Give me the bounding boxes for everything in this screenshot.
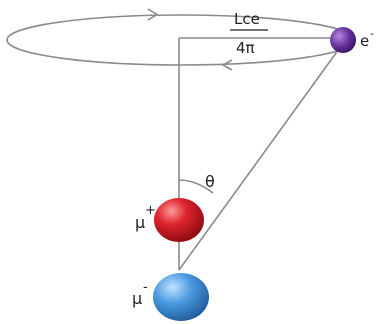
orbit-ellipse xyxy=(6,14,356,66)
muon-plus-sphere xyxy=(154,198,204,242)
fraction-numerator: Lce xyxy=(234,10,260,28)
muon-plus-label: μ xyxy=(135,213,145,232)
angle-label: θ xyxy=(205,172,215,191)
electron-sphere xyxy=(330,27,356,53)
muon-minus-sphere xyxy=(153,273,209,321)
muon-minus-charge-label: - xyxy=(143,280,148,295)
orbit-arrow-bottom xyxy=(221,59,233,71)
fraction-denominator: 4π xyxy=(236,39,255,57)
electron-charge-label: - xyxy=(370,27,374,40)
muon-minus-label: μ xyxy=(132,289,142,308)
muon-plus-charge-label: + xyxy=(145,203,156,218)
angle-arc xyxy=(178,179,214,194)
orbit-arrow-top xyxy=(147,8,159,21)
electron-label: e xyxy=(360,32,369,50)
slant-line xyxy=(178,41,345,271)
